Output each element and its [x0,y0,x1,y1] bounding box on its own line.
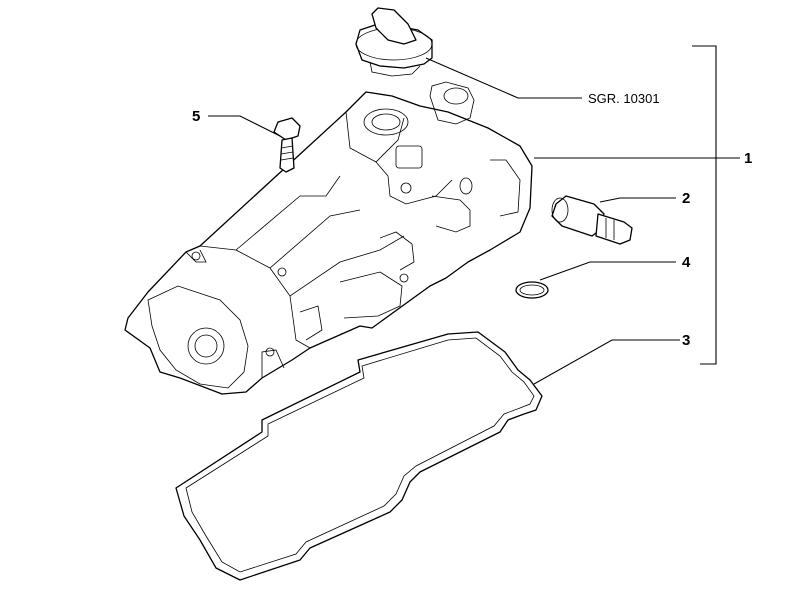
callout-5: 5 [192,108,200,125]
callout-2: 2 [682,190,690,207]
leader-line-3 [533,339,680,385]
valve-cover-icon [124,81,533,395]
bolt-icon [273,117,301,173]
sensor-icon [551,195,633,245]
leader-line-2 [599,197,676,203]
leader-line-4 [539,261,676,281]
o-ring-icon [515,281,549,299]
callout-3: 3 [682,332,690,349]
oil-filler-cap-icon [355,7,433,77]
gasket-icon [175,331,543,581]
group-bracket [692,45,717,365]
leader-line-ref [425,57,582,99]
callout-ref-label: SGR. 10301 [588,91,660,106]
leader-line-5 [208,115,281,137]
callout-1: 1 [744,150,752,167]
callout-4: 4 [682,254,691,271]
